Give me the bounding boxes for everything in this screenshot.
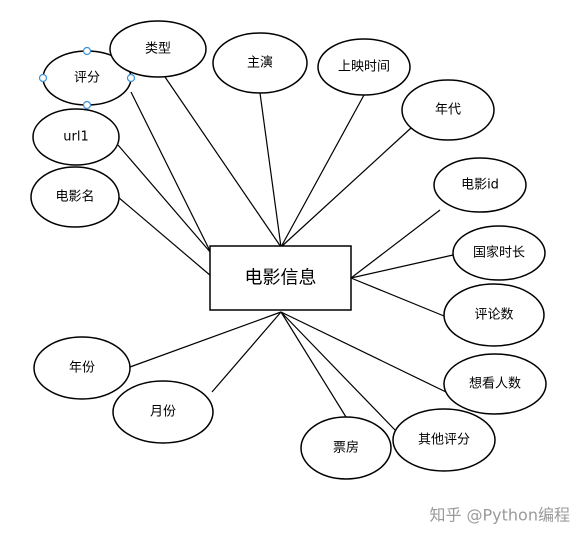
attribute-yuefen[interactable]: 月份	[112, 380, 214, 444]
attribute-ellipse[interactable]	[392, 408, 496, 472]
edge-pingfen	[130, 91, 212, 254]
attribute-ellipse[interactable]	[317, 38, 411, 96]
edges-layer	[117, 76, 454, 431]
attribute-label: 电影名	[55, 189, 94, 205]
attribute-label: 电影id	[461, 178, 499, 193]
attribute-nianfen[interactable]: 年份	[33, 336, 131, 400]
edge-pinglunshu	[350, 277, 445, 317]
edge-dianyingming	[117, 196, 212, 277]
selection-handle[interactable]	[38, 73, 48, 83]
selection-handle[interactable]	[126, 73, 136, 83]
attribute-xiangkan[interactable]: 想看人数	[443, 353, 547, 415]
attribute-label: 月份	[150, 405, 176, 420]
attribute-piaofang[interactable]: 票房	[300, 416, 392, 480]
edge-shangying	[280, 94, 365, 248]
edge-qitapingfen	[280, 311, 396, 431]
attribute-ellipse[interactable]	[443, 283, 545, 347]
attribute-label: 国家时长	[473, 245, 525, 261]
attribute-ellipse[interactable]	[109, 20, 207, 78]
attribute-label: url1	[63, 130, 88, 145]
attribute-qitapingfen[interactable]: 其他评分	[392, 408, 496, 472]
selection-handle[interactable]	[82, 100, 92, 110]
edge-leixing	[164, 76, 282, 248]
attribute-ellipse[interactable]	[33, 336, 131, 400]
attribute-label: 想看人数	[469, 376, 521, 392]
attribute-label: 年份	[69, 361, 95, 376]
attribute-label: 其他评分	[418, 433, 470, 448]
attribute-ellipse[interactable]	[32, 108, 120, 166]
attribute-label: 上映时间	[338, 60, 390, 75]
attribute-shangying[interactable]: 上映时间	[317, 38, 411, 96]
attribute-zhuyan[interactable]: 主演	[212, 32, 308, 94]
watermark-text: 知乎 @Python编程	[429, 506, 570, 525]
attribute-niandai[interactable]: 年代	[401, 79, 495, 141]
edge-xiangkan	[280, 311, 447, 393]
attribute-url1[interactable]: url1	[32, 108, 120, 166]
edge-nianfen	[129, 311, 282, 368]
attribute-label: 票房	[333, 440, 359, 456]
attribute-label: 评论数	[474, 308, 513, 323]
attribute-label: 类型	[145, 42, 171, 57]
entity-label: 电影信息	[245, 268, 317, 289]
attribute-ellipse[interactable]	[452, 225, 546, 281]
attribute-ellipse[interactable]	[112, 380, 214, 444]
edge-niandai	[280, 127, 412, 248]
edge-piaofang	[280, 311, 347, 418]
attribute-leixing[interactable]: 类型	[109, 20, 207, 78]
attribute-pinglunshu[interactable]: 评论数	[443, 283, 545, 347]
attribute-dianyingid[interactable]: 电影id	[433, 157, 527, 213]
attribute-pingfen[interactable]: 评分	[38, 46, 136, 110]
attribute-ellipse[interactable]	[212, 32, 308, 94]
attribute-label: 主演	[247, 55, 273, 71]
attribute-dianyingming[interactable]: 电影名	[30, 166, 120, 228]
selection-handle[interactable]	[82, 46, 92, 56]
entity-movie-info[interactable]: 电影信息	[209, 245, 352, 311]
attribute-ellipse[interactable]	[443, 353, 547, 415]
edge-guojia	[350, 254, 454, 279]
attribute-guojia[interactable]: 国家时长	[452, 225, 546, 281]
attribute-ellipse[interactable]	[433, 157, 527, 213]
edge-dianyingid	[350, 209, 441, 279]
edge-zhuyan	[259, 92, 282, 248]
attribute-ellipse[interactable]	[401, 79, 495, 141]
attribute-ellipse[interactable]	[300, 416, 392, 480]
edge-yuefen	[211, 311, 282, 393]
attribute-label: 评分	[74, 71, 100, 86]
edge-url1	[117, 144, 212, 254]
attribute-label: 年代	[435, 103, 461, 118]
entity-box[interactable]	[209, 245, 352, 311]
attribute-ellipse[interactable]	[30, 166, 120, 228]
